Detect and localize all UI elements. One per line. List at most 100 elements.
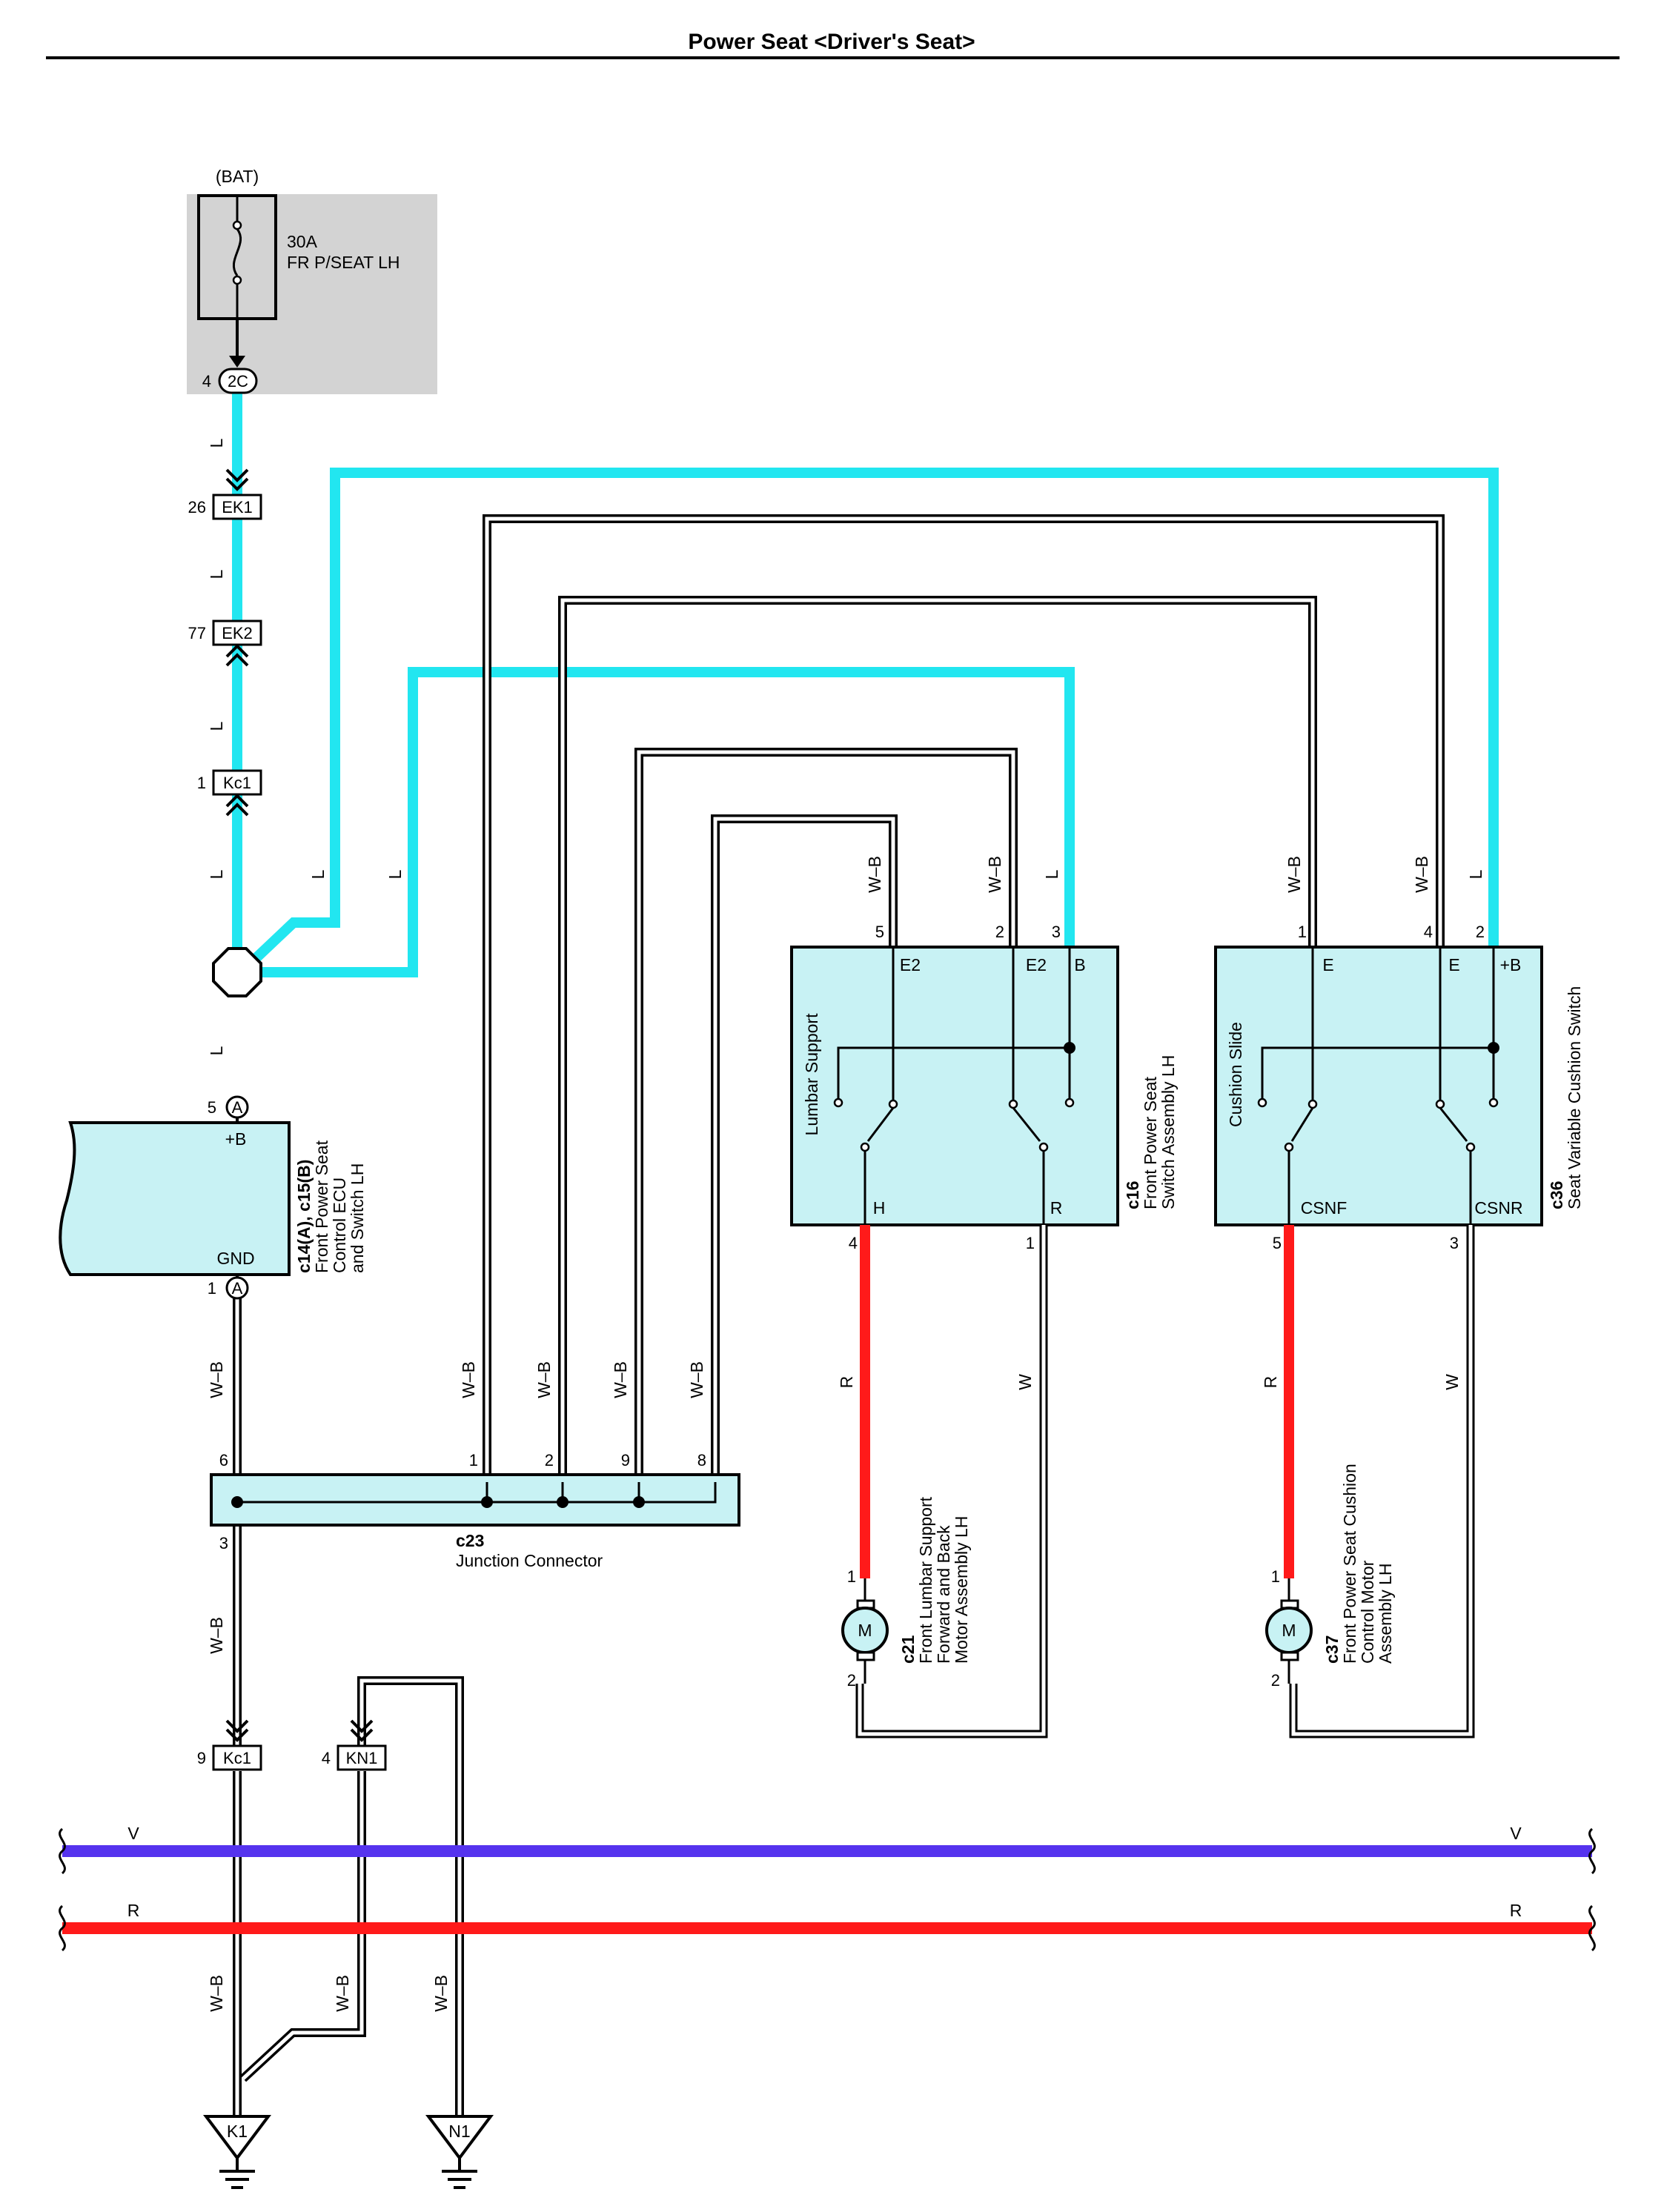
wire-label-wb-13: W–B [431,1975,451,2012]
motor-c37-caption: c37 Front Power Seat Cushion Control Mot… [1322,1464,1395,1664]
bus-r-break-right [1588,1904,1596,1952]
motor-c21-pin-bottom: 2 [847,1671,856,1690]
motor-c21-line1: Front Lumbar Support [916,1496,935,1664]
bus-r-label-right: R [1510,1901,1522,1920]
ecu-term-gnd: GND [216,1249,254,1268]
connector-kn1 [337,1744,387,1771]
switch-c16-id: c16 [1123,1181,1142,1209]
ecu-body [59,1121,291,1276]
c36-term-csnr: CSNR [1474,1198,1522,1218]
c16-term-b: B [1074,955,1085,974]
ground-n1-label: N1 [448,2122,470,2141]
bus-r-break-left [59,1904,66,1952]
junction-connector [210,1473,740,1527]
junction-dot-1 [481,1496,493,1508]
fuse-rating: 30A [287,232,318,251]
c16-term-r: R [1050,1198,1063,1218]
motor-c37-pin-bottom: 2 [1271,1671,1280,1690]
connector-ek2-pin: 77 [188,624,206,642]
ecu-connector-a-bottom [225,1276,249,1300]
switch-c16-line2: Switch Assembly LH [1158,1055,1178,1209]
motor-c37-cap-bottom [1280,1651,1299,1661]
wire-label-w-c36: W [1442,1374,1462,1390]
wire-label-wb-12: W–B [333,1975,352,2012]
wire-label-wb-11: W–B [207,1975,226,2012]
connector-ek1-label: EK1 [222,498,253,517]
ecu-pin-gnd: 1 [208,1279,216,1298]
junction-dot-6 [231,1496,243,1508]
motor-c21-pin-top: 1 [847,1567,856,1586]
junction-name: Junction Connector [456,1551,603,1570]
junction-dot-2 [557,1496,569,1508]
splice-octagon [212,947,262,997]
switch-c16-inner-label: Lumbar Support [802,1013,821,1136]
bus-r-label-left: R [127,1901,140,1920]
ecu-connector-a-top-letter: A [232,1098,243,1117]
fuse-source-label: (BAT) [216,167,259,186]
connector-ek1 [212,494,262,520]
motor-c37-line2: Control Motor [1358,1560,1377,1664]
c16-internals [837,947,1071,1225]
wire-w-c36-inner [1291,1225,1473,1736]
c16-junction-dot [1064,1042,1075,1054]
connector-ek2-label: EK2 [222,624,253,642]
c36-pin-4: 4 [1424,923,1433,941]
connector-2c-label: 2C [228,372,248,391]
ground-wires [233,514,1445,2123]
c16-contacts [833,1097,1075,1152]
ecu-line2: Control ECU [330,1178,349,1273]
wire-l-to-c36 [248,468,1499,966]
ground-n1-icon [442,2158,477,2189]
c36-pin-1: 1 [1298,923,1307,941]
junction-id: c23 [456,1531,484,1550]
ek2-chevron-2 [225,653,249,667]
ecu-id: c14(A), c15(B) [294,1160,314,1273]
motor-c21-id: c21 [898,1635,918,1664]
fuse-box [187,194,437,394]
ground-n1-triangle [425,2115,494,2161]
switch-c36-inner-label: Cushion Slide [1226,1022,1245,1127]
switch-c36-id: c36 [1547,1181,1566,1209]
wire-label-l-6: L [308,869,328,879]
junction-pin-3: 3 [219,1534,228,1552]
wire-label-wb-10: W–B [207,1617,226,1654]
motor-c21-line3: Motor Assembly LH [952,1516,971,1664]
motor-c37-pin-top: 1 [1271,1567,1280,1586]
connector-kn1-label: KN1 [346,1749,378,1767]
connector-kn1-pin: 4 [322,1749,331,1767]
connector-2c-pin: 4 [202,372,211,391]
c16-pin-2: 2 [995,923,1004,941]
junction-pin-9: 9 [621,1451,630,1469]
c36-term-csnf: CSNF [1301,1198,1348,1218]
wire-label-l-3: L [207,721,226,731]
connector-ek1-pin: 26 [188,498,206,517]
kn1-chevron-2 [350,1728,374,1742]
junction-pin-8: 8 [697,1451,706,1469]
ecu-caption: c14(A), c15(B) Front Power Seat Control … [294,1140,367,1273]
kc1-top-chevron-2 [225,803,249,817]
ek1-chevron-1 [225,468,249,482]
fuse-terminal-top [232,220,242,230]
wire-label-l-1: L [207,438,226,448]
connector-kc1-top-label: Kc1 [223,774,251,792]
kc1-bottom-chevron-1 [225,1719,249,1733]
junction-dot-9 [633,1496,645,1508]
switch-c36-caption: c36 Seat Variable Cushion Switch [1547,986,1584,1209]
c16-term-e2-a: E2 [900,955,921,974]
fuse-name: FR P/SEAT LH [287,253,400,272]
ecu-line1: Front Power Seat [312,1140,331,1273]
c16-pin-3: 3 [1052,923,1061,941]
wire-label-wb-9: W–B [1412,856,1431,893]
motor-c37-symbol: M [1282,1621,1296,1640]
c36-junction-dot [1488,1042,1499,1054]
wire-label-wb-5: W–B [687,1361,706,1398]
page-title: Power Seat <Driver's Seat> [688,30,975,54]
bus-v-label-right: V [1510,1824,1522,1843]
ecu-connector-a-bottom-letter: A [232,1279,243,1298]
wire-w-c16-inner [858,1225,1046,1736]
wire-label-l-7: L [385,869,405,879]
connector-kc1-top [212,769,262,796]
connector-2c [218,368,258,394]
switch-c36-line1: Seat Variable Cushion Switch [1565,986,1584,1209]
ecu-term-b: +B [225,1129,247,1149]
